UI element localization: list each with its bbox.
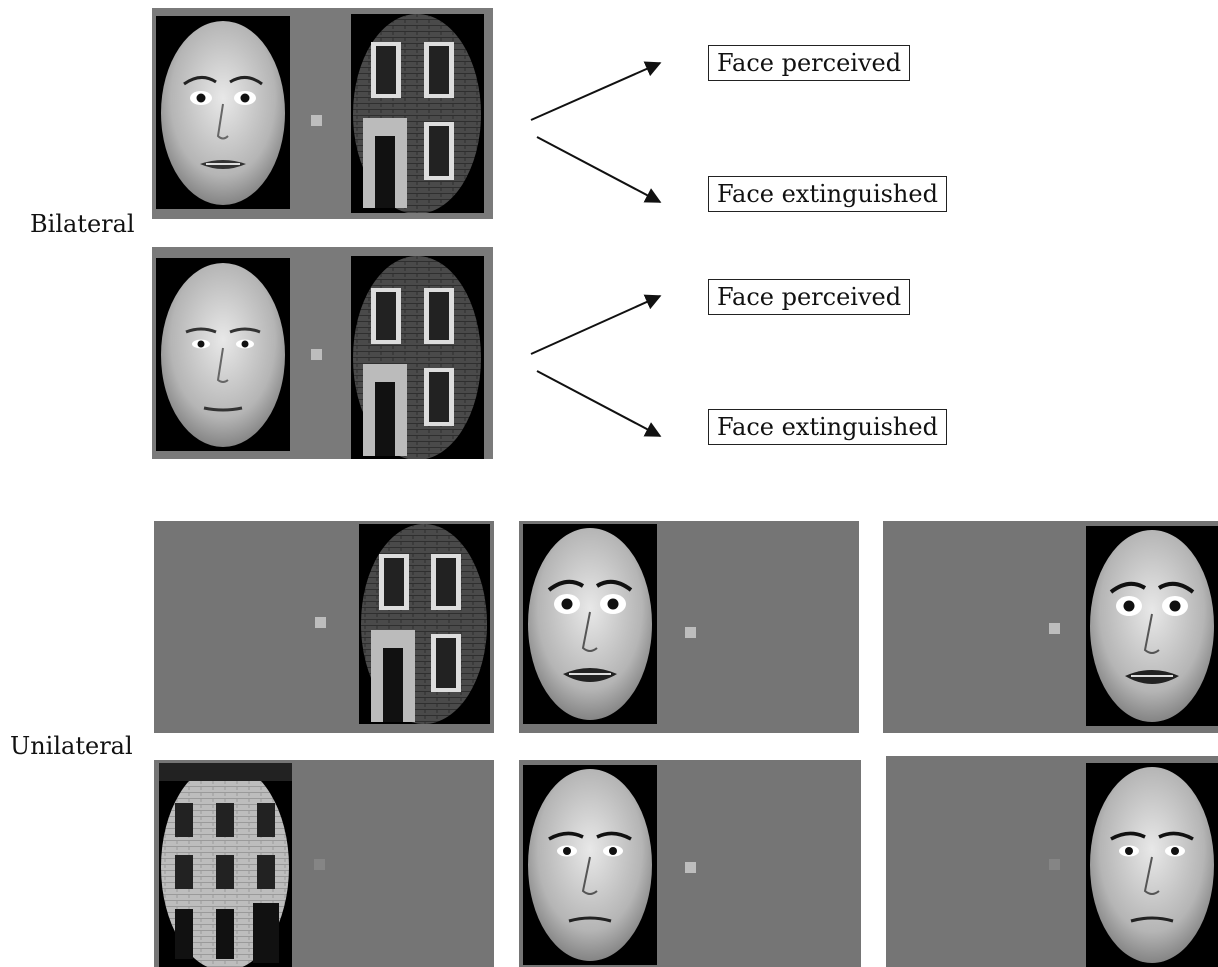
neutral-face-image — [1086, 763, 1218, 967]
bilateral-stimulus-fearful-face-house — [152, 8, 493, 219]
house-image — [351, 256, 484, 459]
fixation-point — [314, 859, 325, 870]
outcome-face-extinguished-top: Face extinguished — [708, 176, 947, 212]
arrow-extinguished-top — [536, 136, 662, 203]
outcome-face-extinguished-bottom: Face extinguished — [708, 409, 947, 445]
unilateral-stimulus-fearful-face-left — [519, 521, 859, 733]
arrow-perceived-bottom — [530, 294, 662, 355]
fearful-face-image — [1086, 526, 1218, 726]
arrow-extinguished-bottom — [536, 370, 662, 437]
house-image — [351, 14, 484, 213]
fixation-point — [685, 862, 696, 873]
fearful-face-image — [156, 16, 290, 209]
fixation-point — [685, 627, 696, 638]
arrow-perceived-top — [530, 61, 662, 121]
fixation-point — [1049, 623, 1060, 634]
unilateral-stimulus-house-right — [154, 521, 494, 733]
house-image — [159, 763, 292, 967]
neutral-face-image — [523, 765, 657, 965]
fixation-point — [315, 617, 326, 628]
fixation-point — [311, 349, 322, 360]
unilateral-stimulus-house-left — [154, 760, 494, 967]
bilateral-stimulus-neutral-face-house — [152, 247, 493, 459]
outcome-face-perceived-bottom: Face perceived — [708, 279, 911, 315]
neutral-face-image — [156, 258, 290, 451]
fixation-point — [1049, 859, 1060, 870]
fixation-point — [311, 115, 322, 126]
unilateral-stimulus-fearful-face-right — [883, 521, 1218, 733]
outcome-face-perceived-top: Face perceived — [708, 45, 911, 81]
bilateral-label: Bilateral — [30, 210, 135, 238]
unilateral-label: Unilateral — [10, 732, 133, 760]
unilateral-stimulus-neutral-face-right — [886, 756, 1218, 967]
house-image — [359, 524, 490, 724]
fearful-face-image — [523, 524, 657, 724]
unilateral-stimulus-neutral-face-left — [519, 760, 861, 967]
